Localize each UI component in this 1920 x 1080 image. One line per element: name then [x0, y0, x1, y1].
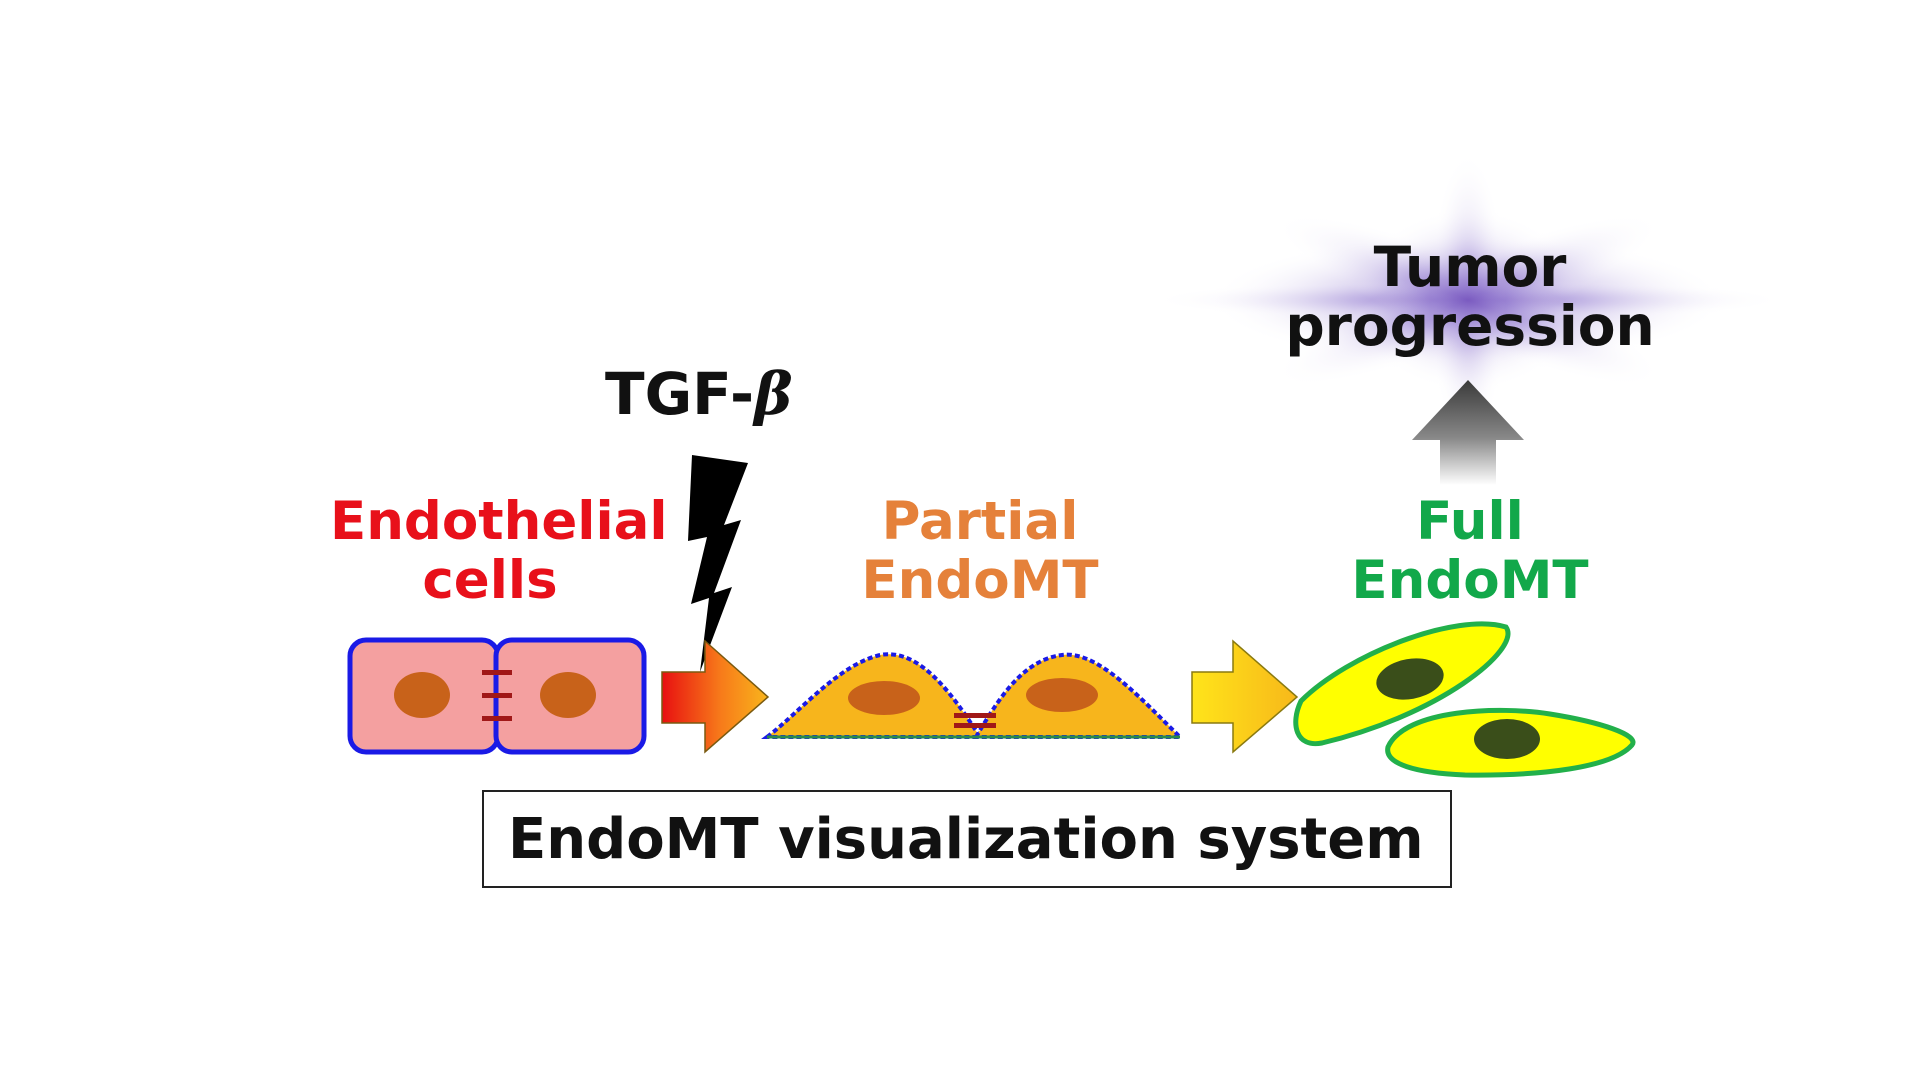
partial-endomt-cell-pair: [761, 652, 1185, 739]
tumor-label-line-1: Tumor: [1373, 235, 1567, 299]
full-endomt-cell-pair: [1293, 621, 1636, 778]
full-label-line-2: EndoMT: [1351, 550, 1589, 612]
nucleus: [540, 672, 596, 718]
endothelial-label-line-1: Endothelial: [330, 491, 668, 552]
partial-label-line-1: Partial: [881, 491, 1079, 552]
beta-symbol: β: [754, 360, 793, 428]
nucleus: [848, 681, 920, 715]
full-endomt-label: Full EndoMT: [1320, 492, 1620, 611]
lightning-bolt-icon: [688, 455, 748, 672]
partial-endomt-label: Partial EndoMT: [830, 492, 1130, 611]
cell-junction: [954, 713, 996, 728]
tgf-prefix: TGF-: [605, 360, 755, 428]
tumor-label-line-2: progression: [1285, 293, 1655, 358]
endothelial-cell-pair: [347, 637, 647, 755]
transition-arrow-2: [1191, 639, 1299, 754]
partial-label-line-2: EndoMT: [861, 550, 1099, 612]
nucleus: [1026, 678, 1098, 712]
progression-up-arrow: [1412, 380, 1524, 485]
nucleus: [394, 672, 450, 718]
endothelial-label-line-2: cells: [422, 550, 558, 612]
endothelial-cells-label: Endothelial cells: [330, 491, 668, 612]
tumor-glow: [1148, 150, 1788, 450]
system-label-box: EndoMT visualization system: [482, 790, 1452, 888]
cell-junction: [482, 670, 512, 721]
full-label-line-1: Full: [1416, 491, 1524, 552]
transition-arrow-1: [661, 639, 770, 754]
tumor-progression-label: Tumor progression: [1260, 238, 1680, 356]
nucleus: [1474, 719, 1540, 759]
system-label: EndoMT visualization system: [508, 806, 1424, 872]
tgf-beta-label: TGF-β: [605, 362, 845, 427]
nucleus: [1376, 658, 1444, 700]
